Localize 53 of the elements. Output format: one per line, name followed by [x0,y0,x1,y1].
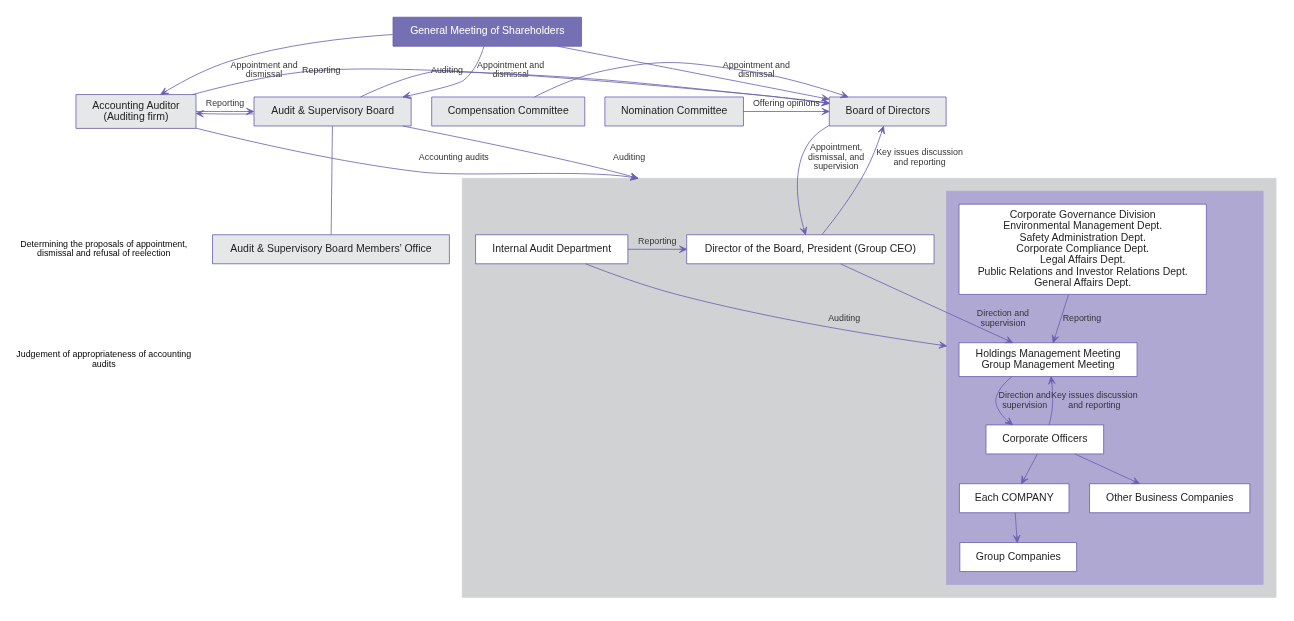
edge-label: Auditing [613,151,646,162]
arrow [1051,294,1069,344]
edge-label: Reporting [1062,312,1102,323]
arrow [627,245,688,253]
node-box: Accounting Auditor (Auditing firm) [75,94,197,129]
edge-label: Key issues discussion and reporting [1051,390,1138,410]
node-box: Compensation Committee [431,96,586,127]
node-box: Group Companies [959,542,1078,572]
edge-label: Direction and supervision [998,390,1051,410]
arrow [402,45,485,99]
arrow [743,107,830,116]
arrow [195,110,255,118]
node-box: Board of Directors [828,96,947,127]
connector [330,125,333,236]
edge-label: Accounting audits [418,151,489,162]
cluster [946,190,1264,585]
arrow [821,125,885,235]
edge-label: Appointment, dismissal, and supervision [808,142,865,172]
node-box: Holdings Management Meeting Group Management Meeting [958,342,1138,377]
label: Judgement of appropriateness of accounting audits [16,349,192,369]
edge-label: Reporting [302,64,341,75]
node-box: Each COMPANY [959,483,1070,514]
edge-label: Offering opinions [752,98,820,109]
node-box: Audit & Supervisory Board Members’ Office [212,234,450,265]
node-box: Internal Audit Department [475,234,629,265]
arrow [1021,453,1038,485]
edge-label: Appointment and dismissal [722,59,790,80]
node-box: Corporate Governance Division Environmental Management Dept. Safety Administration Dept. Corporate Compliance Dept. Legal Affairs Dept. Public Relations and Investor Relations Dept. General Affairs Dept. [958,203,1207,295]
arrow [1013,512,1021,543]
edge-label: Auditing [828,312,861,323]
edge-label: Reporting [638,236,677,247]
node-box: General Meeting of Shareholders [392,16,582,47]
arrow [995,376,1013,426]
arrow [195,107,255,116]
edge-label: Key issues discussion and reporting [876,146,963,167]
arrow [585,263,947,349]
arrow [840,263,1014,344]
node-box: Audit & Supervisory Board [253,96,412,127]
node-box: Other Business Companies [1089,483,1251,514]
node-box: Corporate Officers [985,424,1105,455]
arrow [1074,453,1140,485]
arrow [1048,376,1056,426]
label: Determining the proposals of appointment, dismissal and refusal of reelection [20,238,188,259]
node-box: Nomination Committee [604,96,744,127]
node-box: Director of the Board, President (Group CEO) [686,234,935,265]
arrow [796,125,830,236]
arrow [557,45,830,102]
arrow [534,62,849,99]
cluster [461,177,1277,598]
edge-label: Reporting [205,98,245,109]
arrow [160,34,394,95]
edge-label: Appointment and dismissal [230,59,298,80]
edge-label: Direction and supervision [976,307,1030,328]
